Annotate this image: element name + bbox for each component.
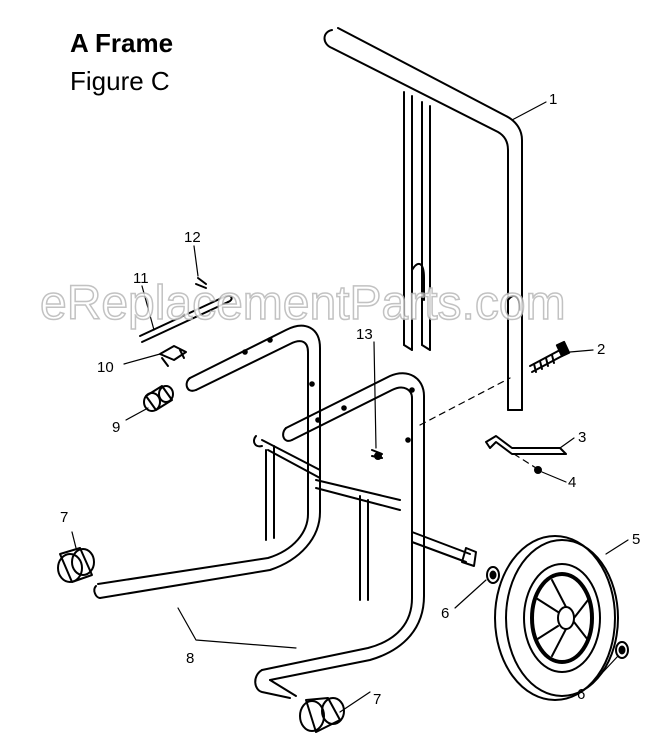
part-12-screw — [195, 277, 207, 289]
diagram-subtitle: Figure C — [70, 66, 170, 96]
callout-leader-lines — [71, 101, 629, 713]
part-3-bracket — [485, 435, 567, 455]
part-6-washer-lower — [615, 641, 629, 659]
part-13-bolt — [371, 449, 383, 460]
part-8-frame — [93, 324, 477, 699]
callout-6-lower: 6 — [577, 686, 586, 703]
callout-13: 13 — [356, 326, 373, 343]
callout-7-left: 7 — [60, 509, 69, 526]
callout-6-upper: 6 — [441, 605, 450, 622]
part-2-bolt — [529, 340, 571, 373]
callout-8: 8 — [186, 650, 195, 667]
part-4-nut — [534, 466, 542, 474]
part-1-handle — [323, 27, 523, 411]
callout-5: 5 — [632, 531, 641, 548]
callout-10: 10 — [97, 359, 114, 376]
callout-11: 11 — [133, 270, 149, 287]
callout-7-right: 7 — [373, 691, 382, 708]
callout-1: 1 — [549, 91, 558, 108]
callout-12: 12 — [184, 229, 201, 246]
part-5-wheel — [494, 535, 619, 701]
watermark-text: eReplacementParts.com — [39, 276, 566, 331]
callout-9: 9 — [112, 419, 121, 436]
callout-2: 2 — [597, 341, 606, 358]
part-9-plug — [143, 385, 174, 412]
diagram-title: A Frame — [70, 28, 174, 58]
part-7-cap-left — [57, 547, 95, 583]
callout-3: 3 — [578, 429, 587, 446]
part-7-cap-right — [299, 697, 345, 733]
part-6-washer-upper — [486, 566, 500, 584]
part-10-clip — [159, 345, 187, 367]
callout-4: 4 — [568, 474, 577, 491]
assembly-guide-lines — [419, 377, 537, 469]
